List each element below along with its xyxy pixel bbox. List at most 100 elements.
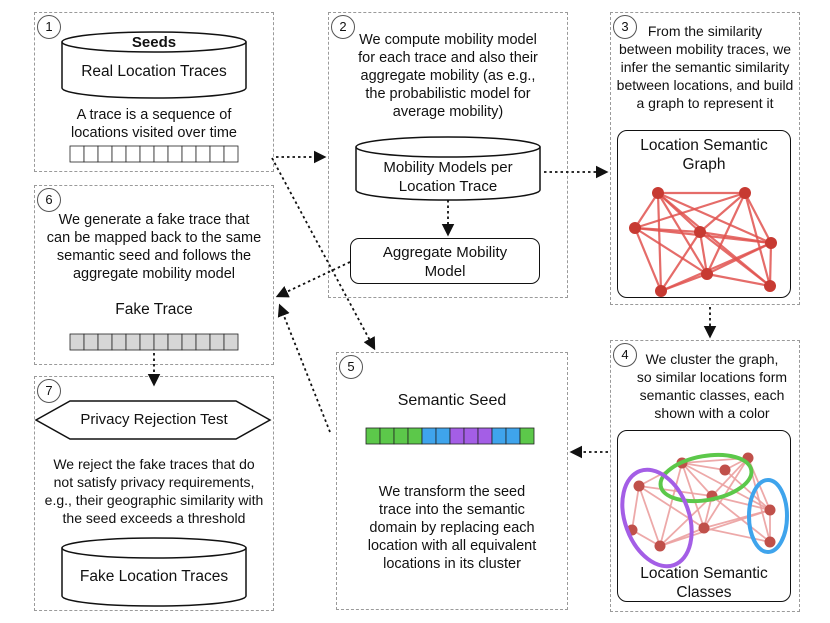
classes-graph-node [698, 522, 710, 534]
panel3-desc-line4: between locations, and build [616, 77, 794, 93]
panel4-description: We cluster the graph, so similar locatio… [626, 350, 798, 422]
graph-node [701, 268, 713, 280]
seed-trace-cell [365, 427, 381, 445]
arrow-aggregate-to-6 [275, 261, 351, 298]
fake-trace-cell [139, 333, 155, 351]
real-location-traces-label: Real Location Traces [81, 63, 227, 80]
real-trace-cell [223, 145, 239, 163]
classes-graph-edge [631, 485, 640, 531]
graph-edge [706, 192, 746, 275]
panel2-desc-line5: average mobility) [392, 104, 504, 120]
graph-edge [634, 227, 708, 275]
panel-1-seeds [34, 12, 274, 172]
location-semantic-classes-graph [620, 452, 789, 569]
purple-cluster-outline [620, 467, 694, 569]
step-number-2: 2 [331, 15, 355, 39]
classes-graph-edge [703, 527, 771, 543]
classes-graph-edge [681, 462, 705, 529]
real-trace-cell [195, 145, 211, 163]
seed-trace-cell [519, 427, 535, 445]
panel7-desc-line2: not satisfy privacy requirements, [53, 474, 255, 490]
panel4-desc-line2: so similar locations form [636, 369, 788, 385]
graph-node [629, 222, 641, 234]
fake-trace-cell [209, 333, 225, 351]
panel1-desc-line2: locations visited over time [70, 125, 237, 141]
graph-edge [744, 192, 772, 244]
seed-trace-cell [477, 427, 493, 445]
panel7-desc-line1: We reject the fake traces that do [53, 456, 255, 472]
real-trace-cell [69, 145, 85, 163]
panel5-desc-line1: We transform the seed [378, 484, 526, 500]
location-semantic-graph [629, 187, 777, 297]
panel5-desc-line2: trace into the semantic [379, 502, 525, 518]
fake-location-traces-database [61, 537, 247, 607]
graph-edge [633, 227, 663, 292]
panel3-description: From the similarity between mobility tra… [612, 22, 798, 112]
panel4-desc-line3: semantic classes, each [639, 387, 785, 403]
panel6-desc-line1: We generate a fake trace that [58, 212, 250, 228]
panel-2-mobility-model [328, 12, 568, 298]
panel4-desc-line1: We cluster the graph, [645, 351, 779, 367]
panel-3-semantic-graph [610, 12, 800, 305]
classes-graph-edge [711, 457, 749, 497]
classes-graph-node [764, 504, 776, 516]
graph-edge [656, 192, 663, 292]
fake-trace-cell [167, 333, 183, 351]
graph-node [655, 285, 667, 297]
panel7-desc-line4: the seed exceeds a threshold [62, 510, 246, 526]
step-number-4: 4 [613, 343, 637, 367]
step-number-3: 3 [613, 15, 637, 39]
aggregate-mobility-line2: Model [424, 263, 466, 280]
panel5-description: We transform the seed trace into the sem… [340, 483, 564, 573]
aggregate-mobility-line1: Aggregate Mobility [382, 244, 508, 261]
seed-trace-cell [435, 427, 451, 445]
real-trace-cell [83, 145, 99, 163]
classes-graph-edge [681, 462, 726, 471]
graph-node [652, 187, 664, 199]
seed-trace-cell [505, 427, 521, 445]
classes-graph-edge [638, 485, 705, 529]
panel3-desc-line2: between mobility traces, we [619, 41, 791, 57]
panel2-desc-line1: We compute mobility model [359, 32, 537, 48]
classes-graph-node [654, 540, 666, 552]
graph-edge [706, 242, 772, 275]
location-semantic-classes-box [617, 430, 791, 602]
step-number-1: 1 [37, 15, 61, 39]
privacy-rejection-test-diamond [34, 400, 272, 440]
mobility-models-line1: Mobility Models per [383, 159, 513, 176]
graph-edge [698, 231, 709, 275]
panel1-description: A trace is a sequence of locations visit… [38, 106, 270, 142]
panel5-desc-line3: domain by replacing each [369, 520, 535, 536]
fake-trace-cell [195, 333, 211, 351]
classes-graph-edge [638, 485, 713, 497]
real-trace-cell [153, 145, 169, 163]
fake-trace-cell [83, 333, 99, 351]
graph-title-line1: Location Semantic [640, 137, 768, 154]
classes-graph-edge [724, 469, 771, 511]
classes-graph-edge [659, 462, 683, 547]
panel6-desc-line3: semantic seed and follows the [56, 248, 252, 264]
blue-cluster-outline [747, 478, 789, 554]
panel2-desc-line2: for each trace and also their [358, 50, 538, 66]
fake-trace-strip [69, 333, 239, 351]
seed-trace-cell [463, 427, 479, 445]
location-semantic-graph-title: Location Semantic Graph [617, 136, 791, 174]
location-semantic-graph-box [617, 130, 791, 298]
graph-title-line2: Graph [682, 156, 726, 173]
real-trace-cell [209, 145, 225, 163]
step-number-6: 6 [37, 188, 61, 212]
fake-trace-cell [223, 333, 239, 351]
graph-edge [660, 231, 701, 292]
real-trace-cell [97, 145, 113, 163]
panel2-description: We compute mobility model for each trace… [332, 31, 564, 121]
panel2-desc-line4: the probabilistic model for [365, 86, 531, 102]
fake-trace-title: Fake Trace [115, 301, 193, 318]
location-semantic-classes-title: Location Semantic Classes [617, 564, 791, 602]
fake-trace-cell [111, 333, 127, 351]
classes-graph-edge [638, 485, 661, 547]
step-number-5: 5 [339, 355, 363, 379]
classes-graph-edge [703, 509, 771, 529]
graph-node [739, 187, 751, 199]
green-cluster-outline [658, 452, 754, 504]
